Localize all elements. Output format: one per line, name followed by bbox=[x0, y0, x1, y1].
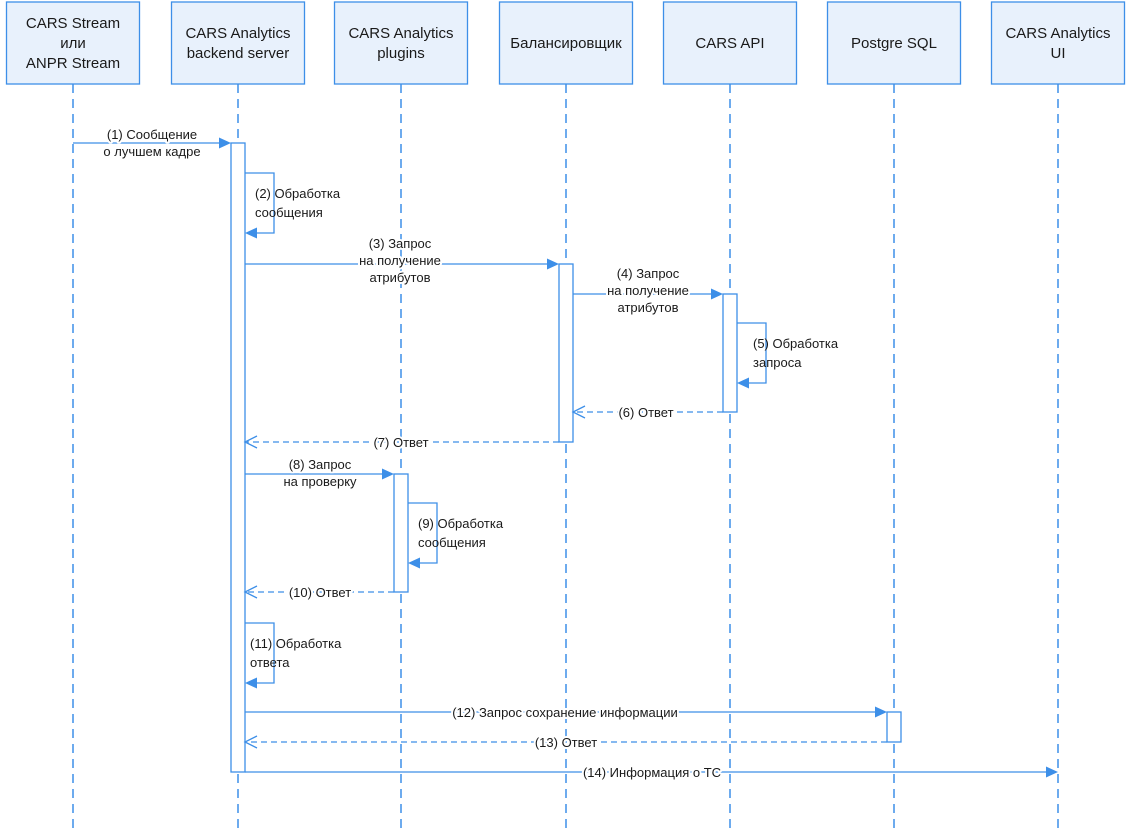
arrowhead bbox=[243, 585, 258, 599]
arrowhead bbox=[1046, 766, 1058, 778]
participant-label: Балансировщик bbox=[510, 35, 622, 52]
arrowhead bbox=[571, 405, 586, 419]
message-7: (7) Ответ bbox=[243, 433, 559, 452]
message-label: атрибутов bbox=[618, 300, 679, 315]
message-label: атрибутов bbox=[370, 270, 431, 285]
activation-balancer bbox=[558, 263, 574, 443]
message-label: сообщения bbox=[418, 535, 486, 550]
activation-backend bbox=[230, 142, 246, 773]
message-label: (13) Ответ bbox=[535, 735, 597, 750]
message-label: сообщения bbox=[255, 205, 323, 220]
message-label: (1) Сообщение bbox=[107, 127, 197, 142]
message-label: запроса bbox=[753, 355, 802, 370]
message-8: (8) Запрос на проверку bbox=[245, 455, 394, 491]
arrowhead bbox=[711, 288, 723, 300]
message-14: (14) Информация о ТС bbox=[245, 763, 1058, 782]
participant-postgres: Postgre SQL bbox=[826, 1, 962, 85]
message-4: (4) Запрос на получение атрибутов bbox=[573, 264, 723, 317]
message-5: (5) Обработка запроса bbox=[737, 322, 839, 389]
participant-label: CARS Analytics bbox=[1005, 25, 1110, 42]
participant-box bbox=[498, 1, 634, 85]
message-6: (6) Ответ bbox=[571, 403, 723, 422]
message-label: (14) Информация о ТС bbox=[583, 765, 721, 780]
message-13: (13) Ответ bbox=[243, 733, 887, 752]
message-label: (10) Ответ bbox=[289, 585, 351, 600]
arrowhead bbox=[547, 258, 559, 270]
message-line bbox=[245, 172, 275, 234]
participant-label: plugins bbox=[377, 45, 425, 62]
participant-label: CARS Analytics bbox=[348, 25, 453, 42]
participant-box bbox=[826, 1, 962, 85]
participant-box bbox=[990, 1, 1126, 85]
arrowhead bbox=[219, 137, 231, 149]
message-9: (9) Обработка сообщения bbox=[408, 502, 504, 569]
message-label: на получение bbox=[607, 283, 689, 298]
participant-label: или bbox=[60, 35, 86, 52]
participant-label: CARS API bbox=[695, 35, 764, 52]
message-label: о лучшем кадре bbox=[103, 144, 200, 159]
arrowhead bbox=[245, 227, 257, 239]
message-line bbox=[245, 622, 275, 684]
message-3: (3) Запрос на получение атрибутов bbox=[245, 234, 559, 287]
message-11: (11) Обработка ответа bbox=[245, 622, 342, 689]
message-label: (6) Ответ bbox=[618, 405, 673, 420]
arrowhead bbox=[408, 557, 420, 569]
participant-label: Postgre SQL bbox=[851, 35, 937, 52]
message-label: (11) Обработка bbox=[250, 636, 342, 651]
arrowhead bbox=[382, 468, 394, 480]
message-label: (12) Запрос сохранение информации bbox=[452, 705, 678, 720]
message-label: на получение bbox=[359, 253, 441, 268]
activation-postgres bbox=[886, 711, 902, 743]
message-12: (12) Запрос сохранение информации bbox=[245, 703, 887, 722]
message-1: (1) Сообщение о лучшем кадре bbox=[73, 125, 231, 161]
participant-box bbox=[170, 1, 306, 85]
arrowhead bbox=[737, 377, 749, 389]
message-2: (2) Обработка сообщения bbox=[245, 172, 341, 239]
message-label: (9) Обработка bbox=[418, 516, 504, 531]
arrowhead bbox=[875, 706, 887, 718]
participant-api: CARS API bbox=[662, 1, 798, 85]
participant-box bbox=[333, 1, 469, 85]
participant-plugins: CARS Analytics plugins bbox=[333, 1, 469, 85]
message-label: (4) Запрос bbox=[617, 266, 680, 281]
participant-label: CARS Stream bbox=[26, 15, 120, 32]
arrowhead bbox=[243, 435, 258, 449]
participant-label: UI bbox=[1051, 45, 1066, 62]
participant-box bbox=[662, 1, 798, 85]
message-label: (7) Ответ bbox=[373, 435, 428, 450]
message-label: (2) Обработка bbox=[255, 186, 341, 201]
message-label: (8) Запрос bbox=[289, 457, 352, 472]
message-label: на проверку bbox=[283, 474, 357, 489]
activation-api bbox=[722, 293, 738, 413]
activation-plugins bbox=[393, 473, 409, 593]
participant-balancer: Балансировщик bbox=[498, 1, 634, 85]
arrowhead bbox=[243, 735, 258, 749]
participant-backend: CARS Analytics backend server bbox=[170, 1, 306, 85]
participant-box bbox=[5, 1, 141, 85]
message-line bbox=[737, 322, 767, 384]
message-label: (3) Запрос bbox=[369, 236, 432, 251]
message-label: (5) Обработка bbox=[753, 336, 839, 351]
message-label: ответа bbox=[250, 655, 290, 670]
participant-label: ANPR Stream bbox=[26, 55, 120, 72]
participant-label: CARS Analytics bbox=[185, 25, 290, 42]
message-line bbox=[408, 502, 438, 564]
arrowhead bbox=[245, 677, 257, 689]
participant-label: backend server bbox=[187, 45, 290, 62]
message-10: (10) Ответ bbox=[243, 583, 394, 602]
